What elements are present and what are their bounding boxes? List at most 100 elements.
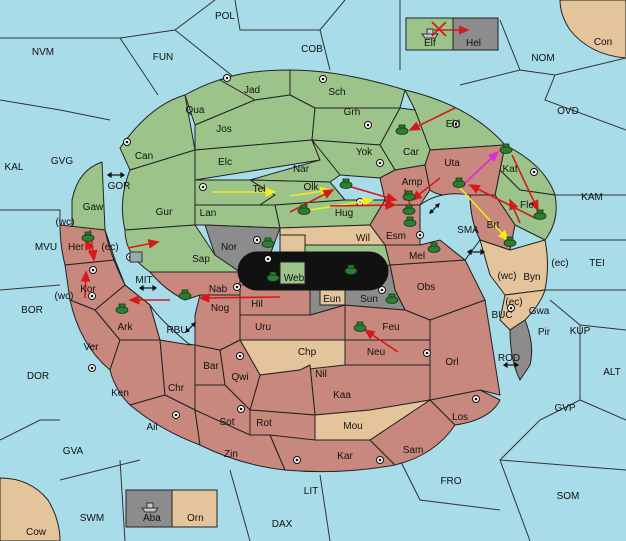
- sea-label: SOM: [557, 491, 580, 502]
- province-label: Hil: [251, 299, 263, 310]
- province-los[interactable]: [429, 389, 501, 426]
- province-label: Sam: [403, 445, 424, 456]
- province-hug[interactable]: [274, 199, 386, 229]
- unit-army[interactable]: [452, 177, 466, 188]
- sea-label: FRO: [440, 476, 461, 487]
- sea-label: LIT: [304, 486, 318, 497]
- order-arrows: [80, 107, 539, 353]
- unit-army[interactable]: [427, 242, 441, 253]
- sea-label: MVU: [35, 242, 57, 253]
- unit-army[interactable]: [499, 143, 513, 154]
- sea-label: BOR: [21, 305, 43, 316]
- province-label: Uru: [255, 322, 271, 333]
- province-neu[interactable]: [344, 339, 431, 366]
- province-label: Olk: [304, 182, 320, 193]
- province-label: Zin: [224, 449, 238, 460]
- province-label: Nil: [315, 369, 327, 380]
- legend-bottom-left: Aba: [143, 513, 161, 524]
- province-label: Eun: [323, 294, 341, 305]
- unit-army[interactable]: [178, 289, 192, 300]
- province-nab[interactable]: [149, 271, 241, 301]
- province-label: Mel: [409, 251, 425, 262]
- province-label: Web: [284, 273, 305, 284]
- sea-smagulf: [419, 193, 481, 261]
- province-con[interactable]: [559, 0, 626, 59]
- unit-army[interactable]: [533, 209, 547, 220]
- unit-army[interactable]: [266, 271, 280, 282]
- province-label: Esm: [386, 231, 406, 242]
- province-label: Neu: [367, 347, 385, 358]
- province-label: Tel: [253, 184, 266, 195]
- province-can[interactable]: [119, 94, 196, 171]
- passage-markers: [106, 171, 520, 369]
- province-label: Yok: [356, 147, 373, 158]
- province-label: Kaa: [333, 390, 351, 401]
- province-label: Fle: [520, 200, 534, 211]
- province-labels: POLCOBFUNNVMNOMConOVDKALGVGKAMMVUTEIBORK…: [5, 11, 621, 538]
- province-label: Uta: [444, 158, 460, 169]
- province-label: Rot: [256, 418, 272, 429]
- units: [81, 124, 547, 332]
- unit-army[interactable]: [297, 204, 311, 215]
- coast-label: (ec): [505, 297, 522, 308]
- province-label: Mou: [343, 421, 362, 432]
- unit-army[interactable]: [395, 124, 409, 135]
- unit-army[interactable]: [339, 178, 353, 189]
- province-label: Kat: [502, 164, 517, 175]
- province-label: Orl: [445, 357, 458, 368]
- province-label: Sch: [328, 87, 345, 98]
- unit-fleet[interactable]: [129, 251, 143, 263]
- unit-army[interactable]: [353, 321, 367, 332]
- sea-label: DOR: [27, 371, 49, 382]
- fleet-icon: [141, 502, 159, 513]
- province-label: Lan: [200, 208, 217, 219]
- province-cow[interactable]: [0, 477, 61, 541]
- province-label: Hug: [335, 208, 353, 219]
- province-wil[interactable]: [279, 224, 386, 246]
- unit-army[interactable]: [385, 293, 399, 304]
- province-label: Chp: [298, 347, 317, 358]
- cross-icon: [431, 21, 447, 37]
- province-label: Gaw: [83, 202, 104, 213]
- province-label: Ark: [118, 322, 134, 333]
- coast-label: (wc): [498, 271, 517, 282]
- legend-top-left: Elf: [424, 38, 436, 49]
- province-label: Grh: [344, 107, 361, 118]
- province-uta[interactable]: [424, 144, 506, 197]
- province-gaw[interactable]: [71, 161, 106, 231]
- province-label: Pir: [538, 327, 551, 338]
- unit-army[interactable]: [115, 303, 129, 314]
- province-label: Eld: [446, 119, 460, 130]
- province-label: Qwi: [231, 372, 248, 383]
- province-label: Obs: [417, 282, 435, 293]
- sea-label: SMA: [457, 225, 479, 236]
- sea-label: KAL: [5, 162, 24, 173]
- unit-army[interactable]: [261, 237, 275, 248]
- province-label: Gur: [156, 207, 173, 218]
- province-fle[interactable]: [494, 169, 557, 241]
- province-rot[interactable]: [249, 409, 316, 441]
- legend-bottom: Aba Orn: [125, 489, 218, 528]
- province-label: Jos: [216, 124, 232, 135]
- sea-label: Cow: [26, 527, 47, 538]
- coast-label: (wc): [56, 217, 75, 228]
- sea-label: GVA: [63, 446, 84, 457]
- sea-label: MIT: [135, 275, 152, 286]
- unit-army[interactable]: [403, 216, 417, 227]
- coast-label: (ec): [101, 242, 118, 253]
- unit-army[interactable]: [402, 204, 416, 215]
- unit-army[interactable]: [344, 264, 358, 275]
- province-label: Skr: [285, 251, 301, 262]
- sea-label: DAX: [272, 519, 293, 530]
- sea-label: ROD: [498, 353, 520, 364]
- province-label: Jad: [244, 85, 260, 96]
- sea-label: GVP: [554, 403, 575, 414]
- sea-label: FUN: [153, 52, 174, 63]
- province-label: Gwa: [529, 306, 550, 317]
- unit-army[interactable]: [81, 231, 95, 242]
- province-web-inner[interactable]: [279, 261, 306, 285]
- unit-army[interactable]: [402, 190, 416, 201]
- sea-label: NVM: [32, 47, 54, 58]
- unit-army[interactable]: [503, 236, 517, 247]
